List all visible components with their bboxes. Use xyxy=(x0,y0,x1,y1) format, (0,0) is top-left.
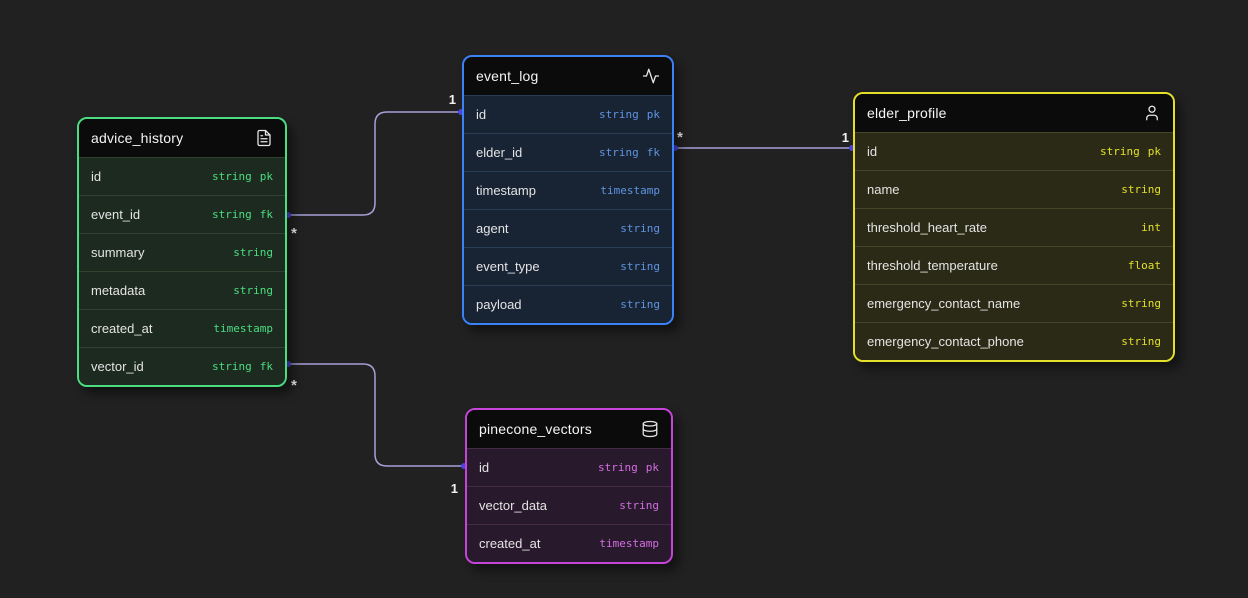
table-row[interactable]: timestamp timestamp xyxy=(464,171,672,209)
cardinality-many-label: * xyxy=(677,129,683,146)
field-name: id xyxy=(479,460,490,475)
table-row[interactable]: threshold_heart_rate int xyxy=(855,208,1173,246)
field-type: timestamp xyxy=(213,322,273,335)
table-row[interactable]: threshold_temperature float xyxy=(855,246,1173,284)
field-name: event_type xyxy=(476,259,540,274)
field-name: id xyxy=(476,107,487,122)
field-type: string xyxy=(1121,183,1161,196)
field-name: elder_id xyxy=(476,145,523,160)
field-type: timestamp xyxy=(599,537,659,550)
table-row[interactable]: emergency_contact_phone string xyxy=(855,322,1173,360)
file-text-icon xyxy=(255,129,273,147)
table-row[interactable]: created_at timestamp xyxy=(467,524,671,562)
field-name: summary xyxy=(91,245,145,260)
cardinality-one-label: 1 xyxy=(451,481,458,496)
field-name: id xyxy=(91,169,102,184)
field-type: string xyxy=(233,284,273,297)
cardinality-one-label: 1 xyxy=(842,130,849,145)
field-type: string xyxy=(1121,297,1161,310)
field-name: event_id xyxy=(91,207,141,222)
field-type: timestamp xyxy=(600,184,660,197)
table-row[interactable]: payload string xyxy=(464,285,672,323)
table-row[interactable]: name string xyxy=(855,170,1173,208)
field-name: payload xyxy=(476,297,522,312)
field-name: threshold_heart_rate xyxy=(867,220,987,235)
table-header[interactable]: pinecone_vectors xyxy=(467,410,671,448)
table-row[interactable]: vector_data string xyxy=(467,486,671,524)
field-type: float xyxy=(1127,259,1161,272)
field-type: string xyxy=(233,246,273,259)
field-name: emergency_contact_phone xyxy=(867,334,1024,349)
field-name: agent xyxy=(476,221,509,236)
database-icon xyxy=(641,420,659,438)
table-title: elder_profile xyxy=(867,105,947,121)
activity-icon xyxy=(642,67,660,85)
table-row[interactable]: metadata string xyxy=(79,271,285,309)
table-row[interactable]: event_type string xyxy=(464,247,672,285)
table-row[interactable]: emergency_contact_name string xyxy=(855,284,1173,322)
field-type: string xyxy=(620,298,660,311)
field-name: emergency_contact_name xyxy=(867,296,1021,311)
table-header[interactable]: advice_history xyxy=(79,119,285,157)
field-type: string xyxy=(619,499,659,512)
field-name: id xyxy=(867,144,878,159)
field-type: string xyxy=(1121,335,1161,348)
field-type: int xyxy=(1141,221,1161,234)
field-type: string xyxy=(620,260,660,273)
table-title: pinecone_vectors xyxy=(479,421,592,437)
table-row[interactable]: agent string xyxy=(464,209,672,247)
table-header[interactable]: event_log xyxy=(464,57,672,95)
table-title: advice_history xyxy=(91,130,184,146)
field-name: vector_id xyxy=(91,359,144,374)
table-title: event_log xyxy=(476,68,539,84)
table-row[interactable]: summary string xyxy=(79,233,285,271)
field-name: timestamp xyxy=(476,183,536,198)
cardinality-many-label: * xyxy=(291,377,297,394)
cardinality-one-label: 1 xyxy=(449,92,456,107)
field-name: metadata xyxy=(91,283,146,298)
relationship-line-advice-event[interactable] xyxy=(288,111,461,216)
cardinality-many-label: * xyxy=(291,225,297,242)
field-name: threshold_temperature xyxy=(867,258,998,273)
field-name: vector_data xyxy=(479,498,547,513)
field-name: name xyxy=(867,182,900,197)
cardinality-labels: * 1 * 1 * 1 xyxy=(291,92,849,496)
field-type: string xyxy=(620,222,660,235)
user-icon xyxy=(1143,104,1161,122)
field-name: created_at xyxy=(91,321,153,336)
table-row[interactable]: created_at timestamp xyxy=(79,309,285,347)
field-name: created_at xyxy=(479,536,541,551)
relationship-line-advice-pinecone[interactable] xyxy=(288,363,464,467)
table-header[interactable]: elder_profile xyxy=(855,94,1173,132)
